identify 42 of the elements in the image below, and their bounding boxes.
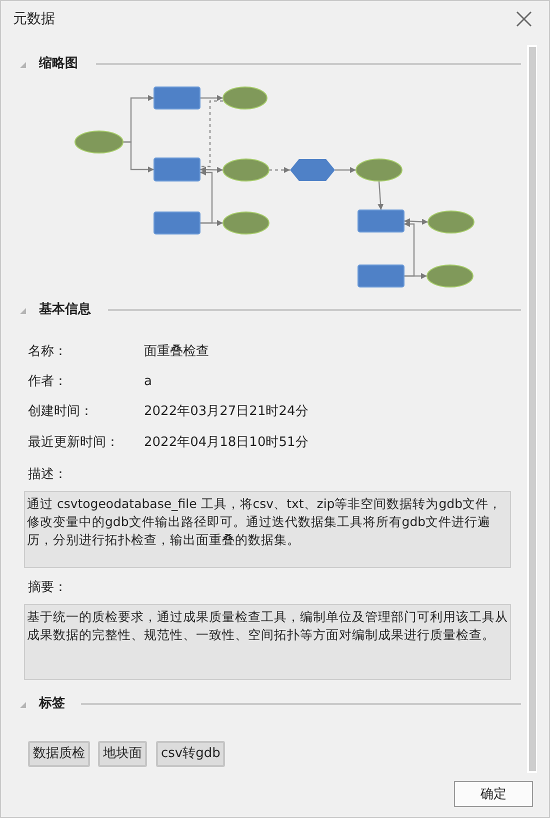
tag-chip: 数据质检 xyxy=(28,741,90,767)
field-label: 创建时间： xyxy=(28,404,93,420)
field-label: 名称： xyxy=(28,344,67,360)
field-value: 2022年03月27日21时24分 xyxy=(144,404,308,420)
arrow xyxy=(335,167,356,173)
description-text: 通过 csvtogeodatabase_file 工具，将csv、txt、zip等非空间数据转为gdb文件，修改变量中的gdb文件输出路径即可。通过迭代数据集工具将所有gdb文件进行遍历，分别进行拓扑检查，输出面重叠的数据集。 xyxy=(24,491,511,568)
arrow xyxy=(404,218,428,225)
field-label: 摘要： xyxy=(28,580,67,596)
arrow xyxy=(404,221,415,277)
field-label: 最近更新时间： xyxy=(28,435,119,451)
confirm-button: 确定 xyxy=(454,781,533,807)
dialog-title: 元数据 xyxy=(13,11,55,27)
field-value: a xyxy=(144,374,152,390)
process-box xyxy=(154,158,200,181)
tag-chip: 地块面 xyxy=(98,741,147,767)
arrow xyxy=(200,166,224,173)
field-label: 描述： xyxy=(28,467,67,483)
summary-text: 基于统一的质检要求，通过成果质量检查工具，编制单位及管理部门可利用该工具从成果数据的完整性、规范性、一致性、空间拓扑等方面对编制成果进行质量检查。 xyxy=(24,604,511,680)
process-box xyxy=(154,212,200,234)
process-box xyxy=(358,210,404,232)
field-value: 面重叠检查 xyxy=(144,344,209,360)
arrow xyxy=(269,167,290,173)
arrow xyxy=(200,95,223,101)
data-ellipse xyxy=(428,211,474,233)
arrow xyxy=(123,141,154,172)
data-ellipse xyxy=(75,131,123,153)
arrow xyxy=(200,170,213,224)
data-ellipse xyxy=(356,159,402,181)
process-box xyxy=(154,87,200,109)
field-value: 2022年04月18日10时51分 xyxy=(144,435,308,451)
hexagon-shape xyxy=(290,159,335,181)
data-ellipse xyxy=(223,212,269,234)
data-ellipse xyxy=(223,159,269,181)
arrow xyxy=(378,180,384,210)
field-label: 作者： xyxy=(28,374,67,390)
data-ellipse xyxy=(427,265,473,287)
data-ellipse xyxy=(223,87,267,109)
process-box xyxy=(358,265,404,287)
tag-chip: csv转gdb xyxy=(156,741,226,767)
section-heading: 基本信息 xyxy=(39,302,91,318)
section-heading: 缩略图 xyxy=(39,56,78,72)
section-heading: 标签 xyxy=(39,696,65,712)
